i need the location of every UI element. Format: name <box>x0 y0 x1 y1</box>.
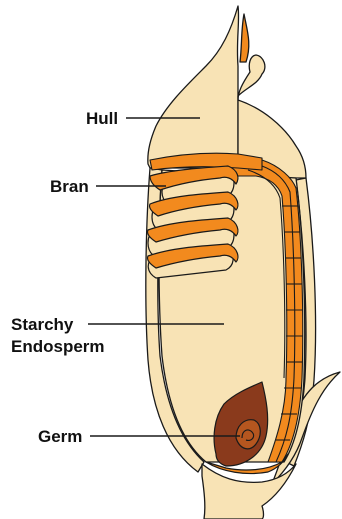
hull-tip-stripe <box>240 14 249 62</box>
label-hull: Hull <box>86 109 118 128</box>
bran-folds <box>147 166 237 278</box>
label-endosperm: Endosperm <box>11 337 105 356</box>
label-bran: Bran <box>50 177 89 196</box>
label-starchy: Starchy <box>11 315 74 334</box>
hull-left-dome <box>148 6 239 168</box>
label-germ: Germ <box>38 427 82 446</box>
